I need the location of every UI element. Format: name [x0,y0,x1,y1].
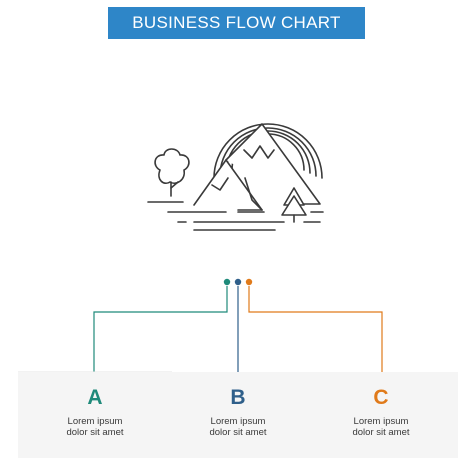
step-card-c: C Lorem ipsum dolor sit amet [304,372,458,458]
step-text-line1: Lorem ipsum [353,416,409,427]
connector-c [248,286,383,372]
pine-tree-icon [281,187,307,223]
step-description: Lorem ipsum dolor sit amet [161,416,315,438]
connector-a [93,286,228,372]
chart-title: BUSINESS FLOW CHART [132,13,341,32]
step-card-b: B Lorem ipsum dolor sit amet [161,372,315,458]
step-letter: A [87,386,103,409]
dot-b [234,278,242,286]
step-letter: B [230,386,246,409]
tree-icon [154,148,190,197]
step-description: Lorem ipsum dolor sit amet [18,416,172,438]
step-text-line2: dolor sit amet [352,427,410,438]
title-banner: BUSINESS FLOW CHART [108,7,365,39]
ground-lines [147,201,324,231]
mountain-icon [193,123,321,211]
step-letter: C [373,386,389,409]
step-text-line2: dolor sit amet [66,427,124,438]
step-text-line1: Lorem ipsum [210,416,266,427]
step-text-line1: Lorem ipsum [67,416,123,427]
dot-a [223,278,231,286]
step-text-line2: dolor sit amet [209,427,267,438]
step-card-a: A Lorem ipsum dolor sit amet [18,372,172,458]
dot-c [245,278,253,286]
step-description: Lorem ipsum dolor sit amet [304,416,458,438]
